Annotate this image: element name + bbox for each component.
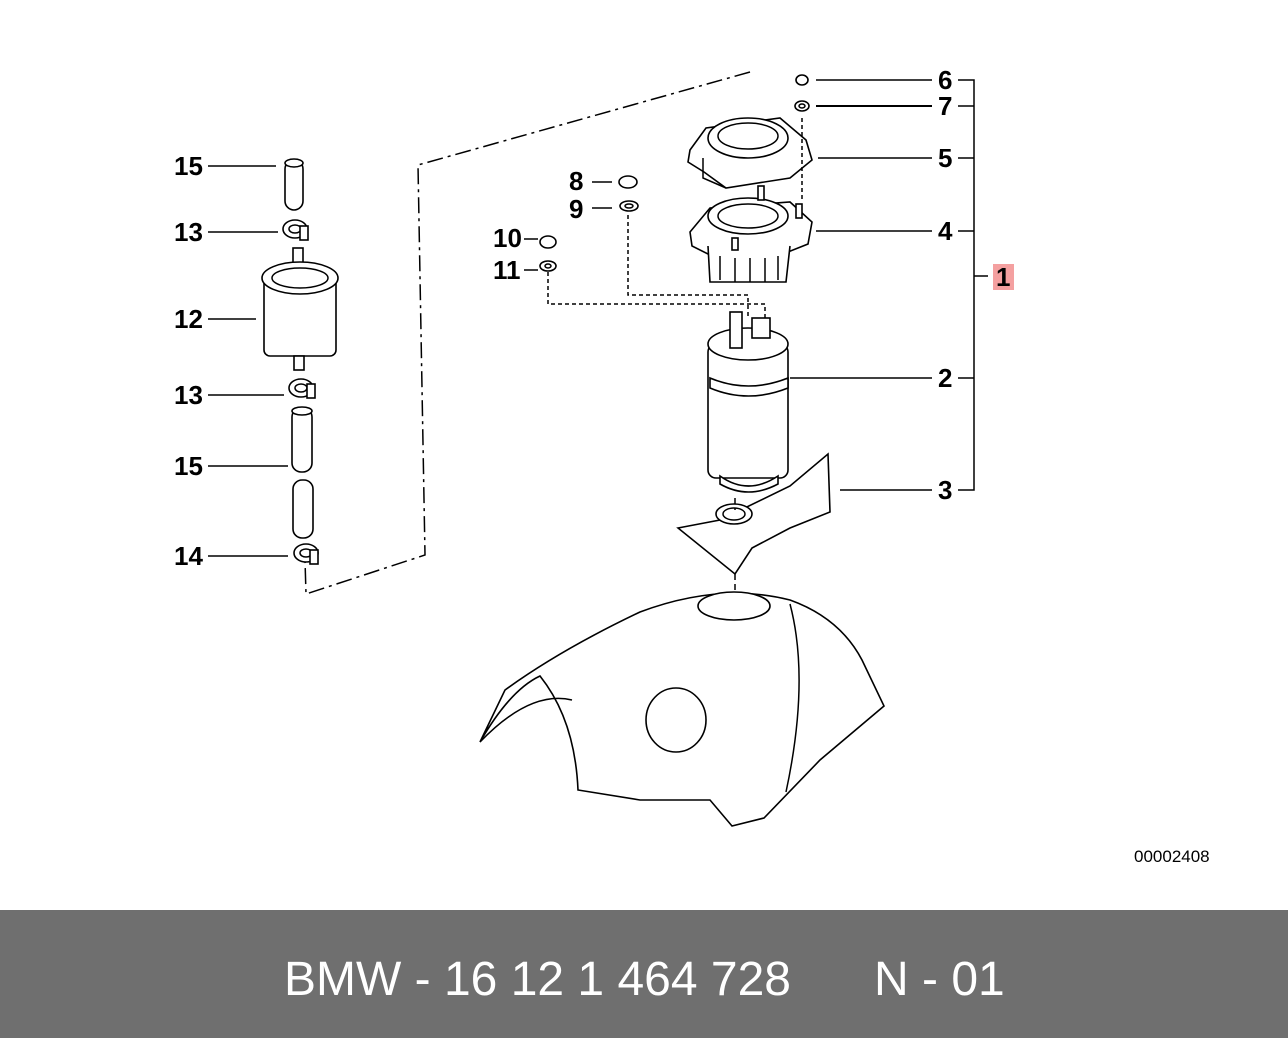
- fuel-tank: [479, 591, 885, 827]
- fuel-pump: [707, 311, 789, 493]
- position-label: N - 01: [874, 953, 1005, 1006]
- nut-top: [795, 74, 809, 86]
- pump-bracket: [676, 452, 831, 576]
- callout-15-bottom: 15: [174, 451, 203, 481]
- callout-9: 9: [569, 194, 583, 224]
- assembly-boundary-line: [304, 71, 751, 596]
- callout-12: 12: [174, 304, 203, 334]
- nut-8: [618, 175, 638, 189]
- mounting-flange: [689, 185, 813, 283]
- callout-10: 10: [493, 223, 522, 253]
- callout-4: 4: [938, 216, 953, 246]
- callout-7: 7: [938, 91, 952, 121]
- washer-top: [794, 100, 810, 112]
- callout-15-top: 15: [174, 151, 203, 181]
- hose-clamp-bottom: [293, 543, 319, 565]
- part-number-label: BMW - 16 12 1 464 728: [284, 953, 791, 1006]
- callout-5: 5: [938, 143, 952, 173]
- callout-11: 11: [493, 255, 521, 285]
- guide-lines: [547, 118, 803, 318]
- cover-plate: [687, 117, 813, 189]
- hose-clamp-middle: [288, 378, 316, 399]
- hose-piece-bottom: [291, 406, 314, 539]
- callout-13-top: 13: [174, 217, 203, 247]
- footer-bar: BMW - 16 12 1 464 728 N - 01: [0, 910, 1288, 1038]
- reference-code: 00002408: [1134, 847, 1210, 866]
- callout-1-highlight: [993, 264, 1014, 290]
- washer-11: [539, 260, 557, 272]
- callout-6: 6: [938, 65, 952, 95]
- leader-lines: [208, 79, 988, 557]
- washer-9: [619, 200, 639, 212]
- callout-1: 1: [996, 262, 1010, 292]
- nut-10: [539, 235, 557, 249]
- callout-3: 3: [938, 475, 952, 505]
- hose-piece-top: [284, 158, 304, 211]
- parts-diagram: 15 13 12 13 15 14 8 9 10 11 6 7 5 4 2 3 …: [174, 65, 1210, 866]
- fuel-filter: [261, 247, 339, 371]
- callout-13-bottom: 13: [174, 380, 203, 410]
- callout-14: 14: [174, 541, 203, 571]
- callout-2: 2: [938, 363, 952, 393]
- hose-clamp-top: [282, 219, 309, 241]
- callout-8: 8: [569, 166, 583, 196]
